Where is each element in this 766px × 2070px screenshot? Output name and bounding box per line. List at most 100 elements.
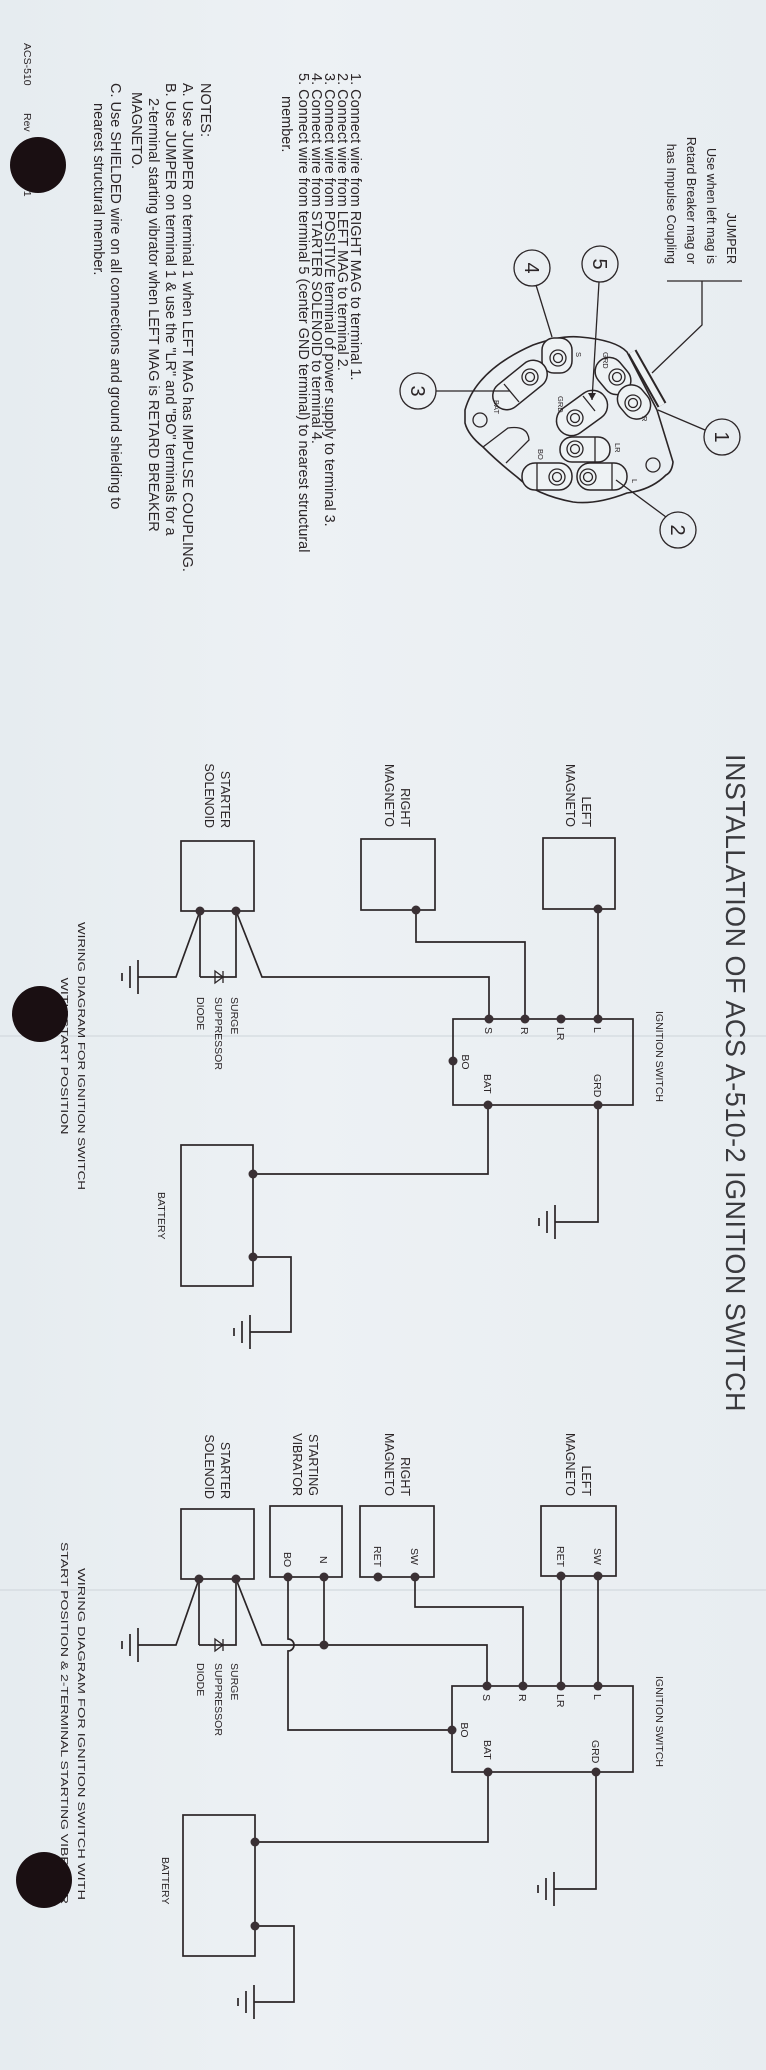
ignition-switch-box xyxy=(452,1018,634,1106)
right-magneto-label: RIGHT xyxy=(398,1457,412,1496)
switch-terminal-label: R xyxy=(516,1694,528,1702)
hole-punch xyxy=(16,1852,72,1908)
callout-number: 5 xyxy=(588,258,610,269)
right-magneto-label: MAGNETO xyxy=(382,1433,396,1496)
terminal-s: S xyxy=(541,337,583,374)
terminal-r: R xyxy=(616,384,652,422)
callout-1: 1 xyxy=(657,409,741,456)
callout-number: 4 xyxy=(520,262,542,273)
starter-solenoid-box xyxy=(180,840,255,912)
jumper-note-line: has Impulse Coupling xyxy=(664,144,678,264)
battery-label: BATTERY xyxy=(159,1857,171,1904)
diagram-caption: START POSITION & 2-TERMINAL STARTING VIB… xyxy=(58,1542,70,1905)
battery-box xyxy=(180,1144,254,1287)
ignition-switch-box xyxy=(451,1685,634,1773)
instructions-list: 1. Connect wire from RIGHT MAG to termin… xyxy=(278,73,363,552)
wire-right-mag-to-r xyxy=(415,910,526,1019)
instruction-item: 5. Connect wire from terminal 5 (center … xyxy=(295,73,311,552)
wire-battery-ground xyxy=(254,1925,295,2003)
wire-bat-to-battery xyxy=(255,1772,489,1843)
battery-box xyxy=(182,1814,256,1957)
ignition-switch-label: IGNITION SWITCH xyxy=(653,1011,665,1102)
wire-solenoid-to-s xyxy=(235,1578,488,1686)
revision-label: Rev xyxy=(21,113,33,132)
starter-solenoid-label: SOLENOID xyxy=(202,1434,216,1499)
switch-terminal-label: BO xyxy=(458,1722,470,1737)
switch-terminal-label: LR xyxy=(554,1027,566,1041)
instruction-item-continued: member. xyxy=(278,96,294,152)
wiring-diagram-start-vibrator: LEFT MAGNETO SW RET RIGHT MAGNETO SW RET… xyxy=(58,1433,665,2019)
diode-label: SURGE xyxy=(228,1663,240,1700)
terminal-bat: BAT xyxy=(492,359,548,414)
starter-solenoid-label: STARTER xyxy=(218,771,232,828)
ground-icon xyxy=(121,1628,139,1662)
magneto-terminal-label: RET xyxy=(371,1546,383,1568)
callout-3: 3 xyxy=(399,372,510,410)
wire-bat-to-battery xyxy=(253,1105,489,1175)
note-item: B. Use JUMPER on terminal 1 & use the "L… xyxy=(162,83,178,536)
magneto-terminal-label: SW xyxy=(591,1548,603,1565)
diode-label: SURGE xyxy=(228,997,240,1034)
ground-icon xyxy=(537,1872,555,1906)
starting-vibrator-box xyxy=(269,1505,343,1578)
callout-number: 2 xyxy=(666,524,688,535)
note-item: C. Use SHIELDED wire on all connections … xyxy=(107,83,123,509)
wire-grd-ground xyxy=(555,1105,599,1223)
terminal-label: LR xyxy=(613,443,622,453)
note-item-continued: 2-terminal starting vibrator when LEFT M… xyxy=(145,98,161,532)
diagram-caption: WIRING DIAGRAM FOR IGNITION SWITCH xyxy=(75,922,87,1190)
terminal-label: BO xyxy=(536,449,545,460)
notes-section: NOTES: A. Use JUMPER on terminal 1 when … xyxy=(90,83,213,572)
wire-right-mag-to-r xyxy=(414,1577,524,1686)
terminal-dots xyxy=(195,904,603,1262)
hole-punch xyxy=(10,137,66,193)
starting-vibrator-label: STARTING xyxy=(306,1434,320,1496)
ground-icon xyxy=(121,960,139,994)
diagram-caption: WIRING DIAGRAM FOR IGNITION SWITCH WITH xyxy=(75,1568,87,1900)
wire-solenoid-ground xyxy=(138,910,201,978)
terminal-label: L xyxy=(630,479,639,483)
terminal-label: GRD xyxy=(556,396,565,413)
right-magneto-label: RIGHT xyxy=(398,788,412,827)
right-magneto-box xyxy=(360,838,436,911)
diode-label: DIODE xyxy=(194,1663,206,1696)
diode-label: DIODE xyxy=(194,997,206,1030)
terminal-label: BAT xyxy=(492,400,501,414)
wiring-diagram-start-position: LEFT MAGNETO RIGHT MAGNETO STARTER SOLEN… xyxy=(58,763,665,1349)
terminal-label: R xyxy=(640,416,649,422)
instruction-item: 1. Connect wire from RIGHT MAG to termin… xyxy=(347,73,363,381)
wire-vibrator-bo-to-bo xyxy=(287,1577,452,1731)
note-item-continued: nearest structural member. xyxy=(90,103,106,275)
jumper-note-line: Retard Breaker mag or xyxy=(684,137,698,264)
callout-number: 3 xyxy=(406,385,428,396)
battery-label: BATTERY xyxy=(155,1192,167,1239)
left-magneto-label: LEFT xyxy=(579,1465,593,1496)
left-magneto-label: MAGNETO xyxy=(563,764,577,827)
switch-terminal-label: LR xyxy=(554,1694,566,1708)
diode-label: SUPPRESSOR xyxy=(212,997,224,1070)
wire-battery-ground xyxy=(250,1256,292,1333)
jumper-heading: JUMPER xyxy=(724,213,738,264)
switch-terminal-label: BO xyxy=(459,1054,471,1069)
magneto-terminal-label: RET xyxy=(554,1546,566,1568)
instruction-item: 2. Connect wire from LEFT MAG to termina… xyxy=(334,73,350,371)
notes-heading: NOTES: xyxy=(197,83,213,137)
terminal-label: GRD xyxy=(601,352,610,369)
mounting-hole xyxy=(472,412,488,428)
callout-5: 5 xyxy=(581,245,619,401)
right-magneto-box xyxy=(359,1505,435,1578)
callout-2: 2 xyxy=(615,479,697,549)
callout-number: 1 xyxy=(710,431,732,442)
switch-terminal-label: GRD xyxy=(591,1074,603,1098)
vibrator-terminal-label: BO xyxy=(281,1552,293,1567)
starter-solenoid-label: STARTER xyxy=(218,1442,232,1499)
ground-icon xyxy=(237,1985,255,2019)
terminal-grd-center: GRD xyxy=(555,389,609,437)
switch-terminal-label: R xyxy=(518,1027,530,1035)
jumper-leader xyxy=(651,281,703,374)
instruction-item: 4. Connect wire from STARTER SOLENOID to… xyxy=(308,73,324,444)
terminal-bo: BO xyxy=(521,449,573,491)
mounting-hole xyxy=(645,457,661,473)
